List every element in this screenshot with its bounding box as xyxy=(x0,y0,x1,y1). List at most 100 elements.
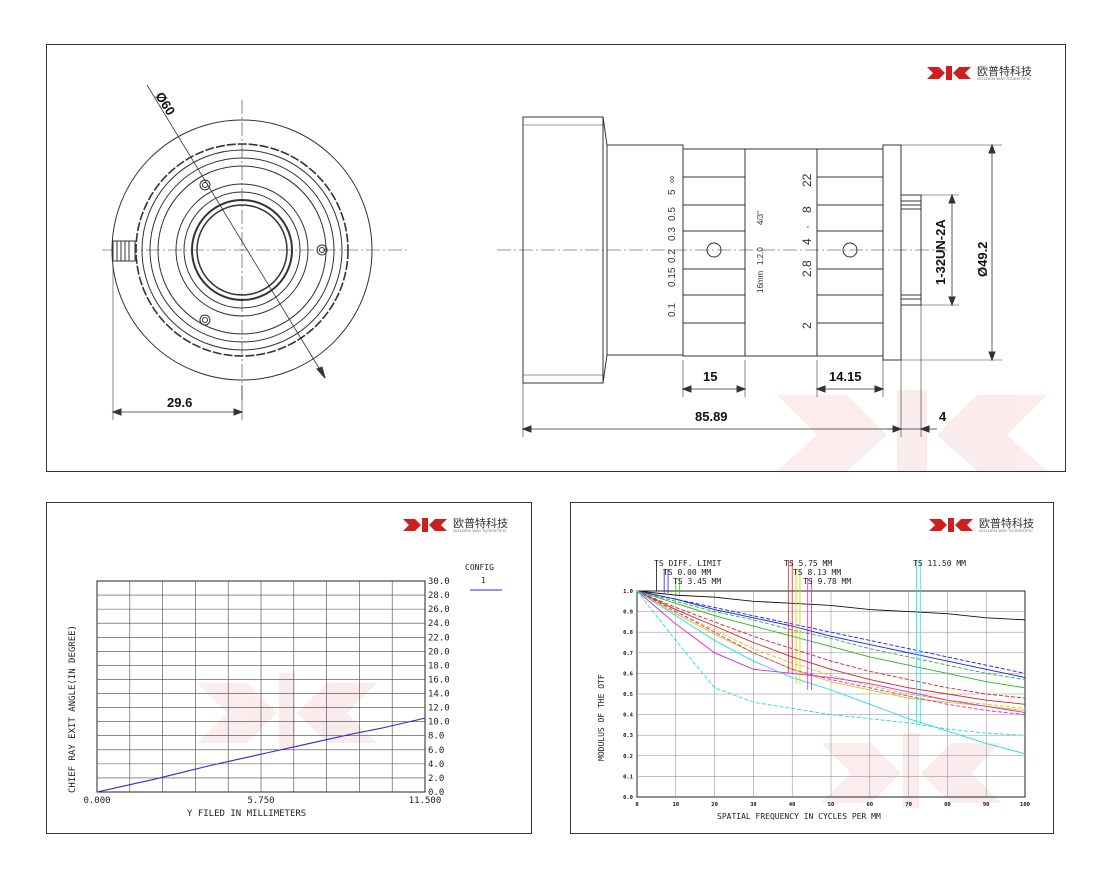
config-value: 1 xyxy=(481,576,486,585)
dim-iris-ring-width: 14.15 xyxy=(829,369,862,384)
y-tick-label: 20.0 xyxy=(428,647,450,657)
brand-name-en: GOLDEN WAY SCIENTIFIC xyxy=(979,527,1034,533)
y-tick-label: 0.0 xyxy=(623,795,633,801)
series-line xyxy=(96,717,426,793)
y-tick-label: 0.2 xyxy=(623,754,633,760)
x-axis-label: Y FILED IN MILLIMETERS xyxy=(187,809,306,819)
aperture-mark: · xyxy=(800,225,814,229)
brand-mark-icon xyxy=(403,518,447,532)
x-axis-label: SPATIAL FREQUENCY IN CYCLES PER MM xyxy=(717,812,881,821)
y-tick-label: 14.0 xyxy=(428,690,450,700)
x-tick-label: 100 xyxy=(1020,802,1030,808)
y-tick-label: 0.6 xyxy=(623,671,634,677)
series-line xyxy=(636,590,1026,711)
series-line xyxy=(636,590,1026,699)
field-label: TS 3.45 MM xyxy=(673,577,721,586)
series-line xyxy=(636,590,1026,678)
y-axis-label: CHIEF RAY EXIT ANGLE(IN DEGREE) xyxy=(68,625,78,793)
dim-outer-diameter: Ø49.2 xyxy=(975,242,990,277)
dim-front-diameter: Ø60 xyxy=(152,89,178,118)
y-tick-label: 4.0 xyxy=(428,760,444,770)
y-tick-label: 22.0 xyxy=(428,633,450,643)
y-tick-label: 24.0 xyxy=(428,619,450,629)
field-label: TS 8.13 MM xyxy=(793,568,841,577)
field-label: TS DIFF. LIMIT xyxy=(654,559,722,568)
config-label: CONFIG xyxy=(465,563,494,572)
lens-side-view xyxy=(497,116,1002,437)
y-axis-label: MODULUS OF THE OTF xyxy=(597,674,606,761)
watermark xyxy=(197,673,377,748)
aperture-mark: 2 xyxy=(800,322,814,329)
format-label: 4/3" xyxy=(756,211,765,225)
x-tick-label: 10 xyxy=(672,802,679,808)
x-tick-label: 90 xyxy=(983,802,990,808)
x-tick-label: 0.000 xyxy=(83,796,110,806)
aperture-mark: 4 xyxy=(800,238,814,245)
y-tick-label: 2.0 xyxy=(428,774,444,784)
dim-front-width: 29.6 xyxy=(167,395,192,410)
y-tick-label: 28.0 xyxy=(428,591,450,601)
dim-thread: 1-32UN-2A xyxy=(933,219,948,285)
cra-chart: 0.02.04.06.08.010.012.014.016.018.020.02… xyxy=(68,563,502,819)
y-tick-label: 1.0 xyxy=(623,589,633,595)
y-tick-label: 0.5 xyxy=(623,692,633,698)
x-tick-label: 0 xyxy=(635,802,638,808)
watermark xyxy=(777,390,1047,471)
lens-drawing: Ø60 29.6 xyxy=(102,84,1047,471)
series-line xyxy=(636,590,1026,674)
y-tick-label: 16.0 xyxy=(428,675,450,685)
y-tick-label: 0.7 xyxy=(623,651,633,657)
brand-name-cn: 欧普特科技 xyxy=(977,64,1032,78)
brand-name-cn: 欧普特科技 xyxy=(453,516,508,530)
dim-focus-ring-width: 15 xyxy=(703,369,717,384)
x-tick-label: 70 xyxy=(905,802,912,808)
y-tick-label: 0.4 xyxy=(623,713,634,719)
x-tick-label: 11.500 xyxy=(409,796,442,806)
series-line xyxy=(636,590,1026,736)
fno-label: 1:2.0 xyxy=(756,247,765,265)
lens-front-view xyxy=(102,84,407,420)
aperture-mark: 2.8 xyxy=(800,260,814,277)
y-tick-label: 6.0 xyxy=(428,746,444,756)
brand-name-en: GOLDEN WAY SCIENTIFIC xyxy=(453,527,508,533)
series-line xyxy=(636,590,1026,689)
dim-overall-length: 85.89 xyxy=(695,409,728,424)
brand-logo: 欧普特科技 GOLDEN WAY SCIENTIFIC xyxy=(925,63,1032,83)
series-line xyxy=(636,590,1026,705)
focus-mark: 5 xyxy=(667,189,678,195)
x-tick-label: 5.750 xyxy=(247,796,274,806)
x-tick-label: 80 xyxy=(944,802,951,808)
aperture-mark: 22 xyxy=(800,173,814,187)
focus-mark: 0.1 xyxy=(667,303,678,317)
field-label: TS 5.75 MM xyxy=(784,559,832,568)
aperture-scale: 2 2.8 4 · 8 22 xyxy=(800,173,814,329)
x-tick-label: 20 xyxy=(711,802,718,808)
focus-mark: 0.2 xyxy=(667,249,678,263)
brand-name-en: GOLDEN WAY SCIENTIFIC xyxy=(977,75,1032,81)
x-tick-label: 60 xyxy=(866,802,873,808)
brand-mark-icon xyxy=(927,66,971,80)
y-tick-label: 0.1 xyxy=(623,774,634,780)
series-line xyxy=(636,590,1026,713)
y-tick-label: 18.0 xyxy=(428,661,450,671)
focus-mark: 0.5 xyxy=(667,207,678,221)
y-tick-label: 0.0 xyxy=(428,788,444,798)
focus-mark: 0.15 xyxy=(667,267,678,287)
focus-scale: 0.1 0.15 0.2 0.3 0.5 5 ∞ xyxy=(667,176,678,317)
y-tick-label: 0.8 xyxy=(623,630,633,636)
aperture-mark: 8 xyxy=(800,206,814,213)
y-tick-label: 10.0 xyxy=(428,718,450,728)
field-label: TS 0.00 MM xyxy=(663,568,711,577)
x-tick-label: 50 xyxy=(828,802,835,808)
series-line xyxy=(636,590,1026,621)
y-tick-label: 30.0 xyxy=(428,577,450,587)
brand-name-cn: 欧普特科技 xyxy=(979,516,1034,530)
field-label: TS 11.50 MM xyxy=(913,559,966,568)
y-tick-label: 0.9 xyxy=(623,610,633,616)
focal-length-label: 16mm xyxy=(756,270,765,293)
focus-mark: ∞ xyxy=(667,176,678,183)
brand-mark-icon xyxy=(929,518,973,532)
y-tick-label: 8.0 xyxy=(428,732,444,742)
